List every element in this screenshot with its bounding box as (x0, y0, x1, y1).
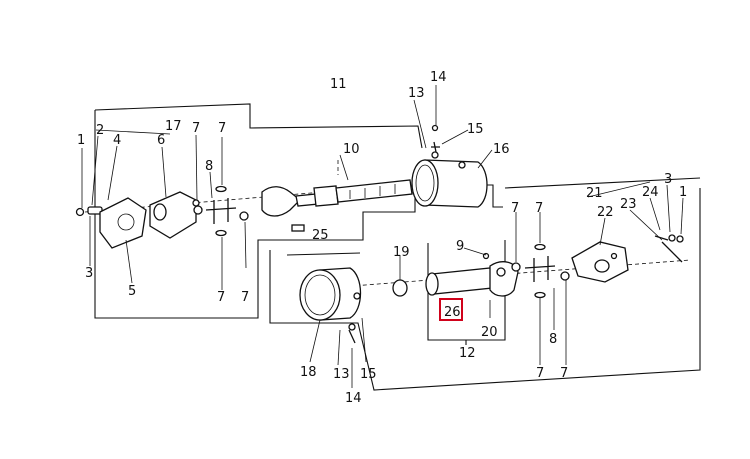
label-7-a: 7 (192, 121, 200, 136)
label-7-e: 7 (511, 201, 519, 216)
label-7-h: 7 (560, 366, 568, 381)
label-23: 23 (620, 197, 637, 212)
label-25: 25 (312, 228, 329, 243)
highlight-box-26 (439, 298, 463, 321)
part-numbers: 1 2 4 17 6 7 7 8 11 10 14 13 15 16 25 3 … (77, 70, 687, 406)
label-16: 16 (493, 142, 510, 157)
label-20: 20 (481, 325, 498, 340)
right-flange-parts (571, 234, 684, 283)
label-14-bottom: 14 (345, 391, 362, 406)
label-4: 4 (113, 133, 121, 148)
label-7-b: 7 (218, 121, 226, 136)
label-7-d: 7 (241, 290, 249, 305)
label-22: 22 (597, 205, 614, 220)
label-21: 21 (586, 186, 603, 201)
label-13-bottom: 13 (333, 367, 350, 382)
leader-lines (81, 85, 684, 388)
label-14-top: 14 (430, 70, 447, 85)
left-flange-parts (75, 185, 249, 249)
label-18: 18 (300, 365, 317, 380)
label-1-right: 1 (679, 185, 687, 200)
label-12: 12 (459, 346, 476, 361)
label-2: 2 (96, 123, 104, 138)
upper-shaft (261, 179, 413, 232)
label-3-right: 3 (664, 172, 672, 187)
label-15-top: 15 (467, 122, 484, 137)
label-15-bottom: 15 (360, 367, 377, 382)
label-26: 26 (444, 305, 461, 320)
label-8-right: 8 (549, 332, 557, 347)
label-5: 5 (128, 284, 136, 299)
label-3-left: 3 (85, 266, 93, 281)
lower-shaft (425, 243, 570, 299)
label-11: 11 (330, 77, 347, 92)
lower-guard-tube (299, 267, 408, 344)
label-7-c: 7 (217, 290, 225, 305)
label-24: 24 (642, 185, 659, 200)
label-7-g: 7 (536, 366, 544, 381)
label-7-f: 7 (535, 201, 543, 216)
label-19: 19 (393, 245, 410, 260)
label-13-top: 13 (408, 86, 425, 101)
label-8-left: 8 (205, 159, 213, 174)
label-1-left: 1 (77, 133, 85, 148)
label-9: 9 (456, 239, 464, 254)
label-10: 10 (343, 142, 360, 157)
label-6: 6 (157, 133, 165, 148)
upper-guard-tube (411, 124, 488, 208)
label-17: 17 (165, 119, 182, 134)
